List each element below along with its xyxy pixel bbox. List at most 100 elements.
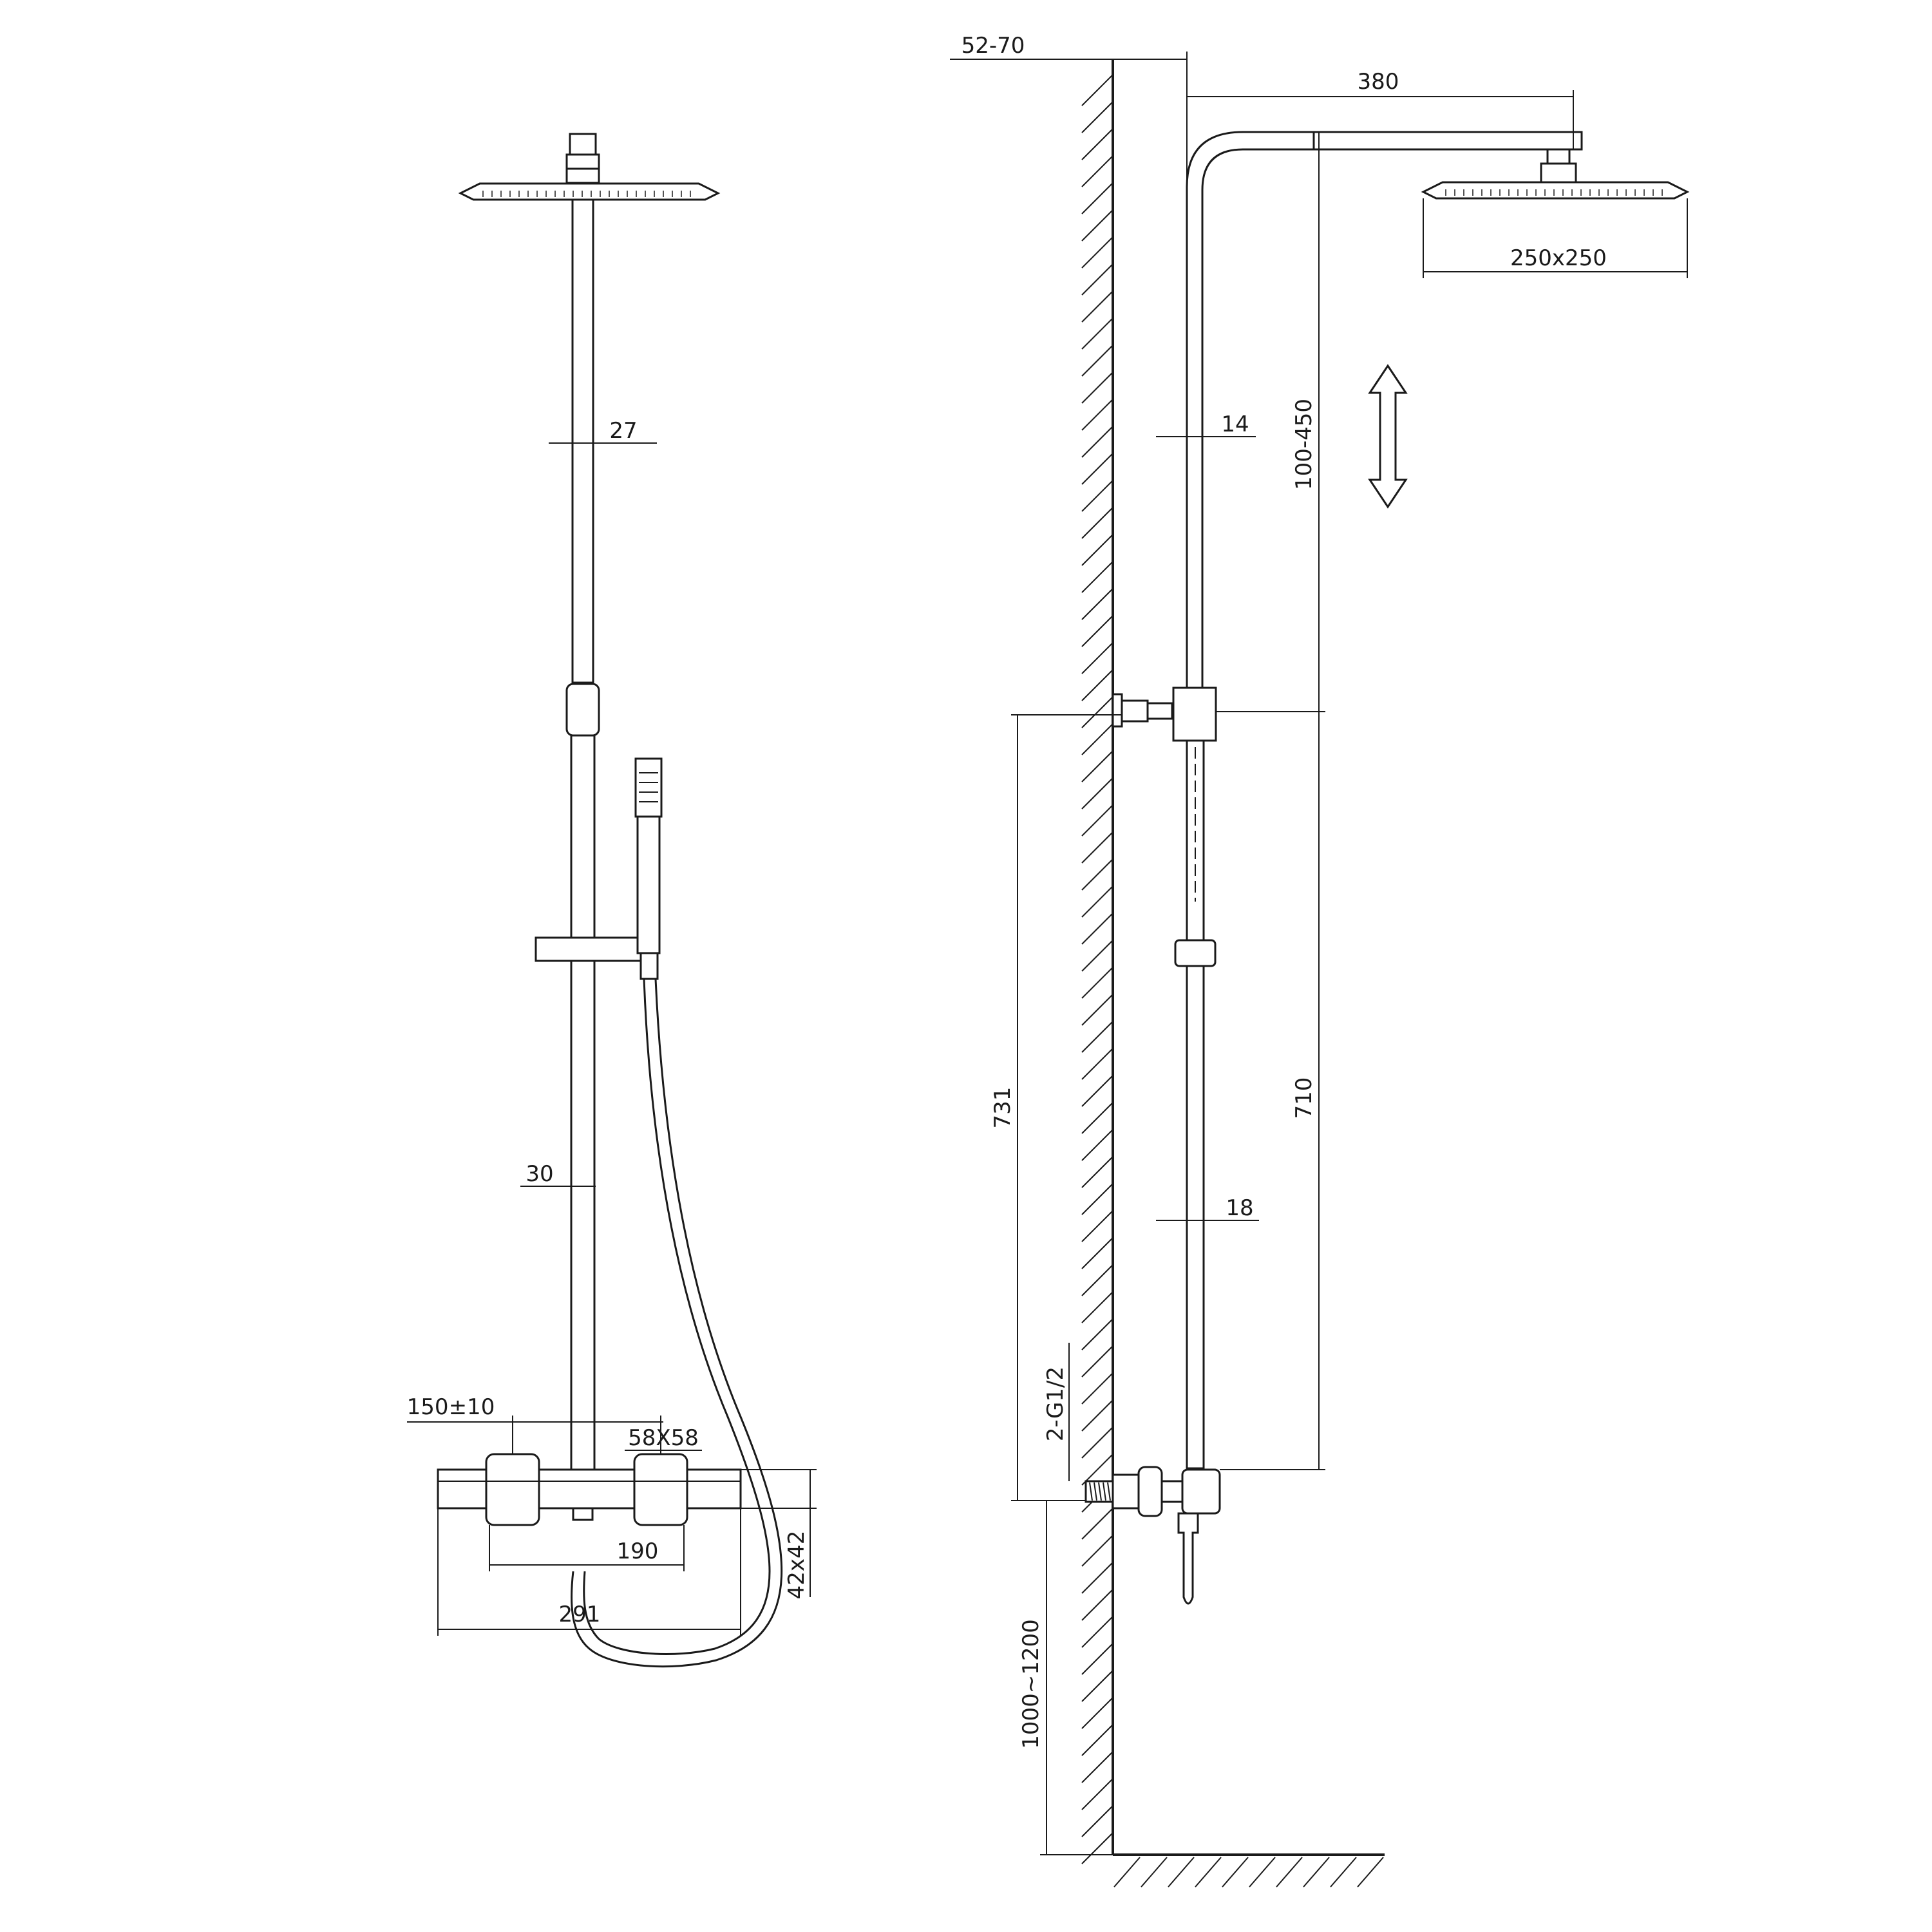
wall-hatch-line bbox=[1081, 453, 1113, 485]
wall-hatch-line bbox=[1081, 372, 1113, 404]
hand-shower-head bbox=[634, 757, 663, 818]
shower-arm bbox=[1312, 131, 1583, 151]
wall-hatch-line bbox=[1081, 1805, 1113, 1837]
hose-outlet-spout bbox=[1177, 1512, 1199, 1605]
dim-bracket-height: 731 bbox=[990, 1087, 1016, 1129]
dim-body-section: 42x42 bbox=[784, 1531, 810, 1600]
wall-hatch-line bbox=[1081, 236, 1113, 269]
front-view: 27 30 150±10 58X58 190 291 42x42 bbox=[407, 133, 817, 1668]
wall-hatch-line bbox=[1081, 507, 1113, 539]
wall-hatch-line bbox=[1081, 994, 1113, 1026]
wall-hatch-line bbox=[1081, 588, 1113, 620]
floor-hatch-line bbox=[1168, 1857, 1195, 1888]
wall-hatch-line bbox=[1081, 886, 1113, 918]
thread-mark bbox=[1089, 1482, 1093, 1501]
wall-hatch-line bbox=[1081, 1048, 1113, 1080]
wall-hatch-line bbox=[1081, 1426, 1113, 1459]
wall-hatch-line bbox=[1081, 101, 1113, 133]
floor-hatch-line bbox=[1276, 1857, 1303, 1888]
riser-sliding-joint bbox=[565, 683, 600, 737]
wall-hatch-line bbox=[1081, 858, 1113, 891]
shower-head-nozzles bbox=[482, 191, 691, 197]
head-connector-top bbox=[569, 133, 597, 156]
floor-hatch-line bbox=[1249, 1857, 1276, 1888]
dim-handle-size: 58X58 bbox=[628, 1425, 699, 1451]
floor-hatch-line bbox=[1357, 1857, 1384, 1888]
wall-hatch-line bbox=[1081, 399, 1113, 431]
mixer-outlet bbox=[572, 1507, 594, 1521]
hand-shower-holder bbox=[535, 936, 652, 962]
dim-arm-length: 380 bbox=[1358, 69, 1399, 95]
wall-hatch-line bbox=[1081, 723, 1113, 755]
floor-hatch-line bbox=[1222, 1857, 1249, 1888]
wall-hatch-line bbox=[1081, 317, 1113, 350]
floor-hatch-line bbox=[1195, 1857, 1222, 1888]
upper-riser-clamp bbox=[1172, 687, 1217, 742]
wall-hatch-line bbox=[1081, 1616, 1113, 1648]
side-riser-inner bbox=[1201, 148, 1316, 688]
mixer-left-handle bbox=[485, 1453, 540, 1526]
head-connector-base bbox=[565, 167, 600, 184]
side-head-connector-top bbox=[1546, 148, 1571, 165]
wall-hatch-line bbox=[1081, 263, 1113, 296]
inlet-connector bbox=[1160, 1480, 1184, 1503]
wall-hatch-line bbox=[1081, 534, 1113, 566]
dim-shower-head: 250x250 bbox=[1510, 245, 1607, 271]
shower-hose-outer bbox=[583, 978, 771, 1655]
lower-riser-pipe bbox=[570, 734, 596, 1471]
dim-upper-riser-width: 27 bbox=[609, 418, 637, 444]
dim-lower-pipe-diameter: 18 bbox=[1226, 1195, 1253, 1221]
upper-riser-pipe bbox=[571, 198, 594, 684]
wall-hatch-line bbox=[1081, 750, 1113, 782]
wall-hatch-line bbox=[1081, 1454, 1113, 1486]
wall-hatch-line bbox=[1081, 967, 1113, 999]
wall-hatch-line bbox=[1081, 128, 1113, 160]
head-connector-mid bbox=[565, 153, 600, 170]
side-slider bbox=[1174, 939, 1217, 967]
wall-hatch-line bbox=[1081, 1670, 1113, 1702]
wall-hatch-line bbox=[1081, 426, 1113, 458]
wall-hatch-line bbox=[1081, 696, 1113, 728]
wall-hatch-line bbox=[1081, 1751, 1113, 1783]
wall-hatch-line bbox=[1081, 1778, 1113, 1810]
upper-wall-bracket-nut bbox=[1146, 702, 1173, 720]
dim-riser-adjust: 100-450 bbox=[1291, 399, 1317, 490]
dim-body-width: 291 bbox=[559, 1602, 601, 1627]
wall-hatch-line bbox=[1081, 1318, 1113, 1350]
upper-wall-bracket-plate bbox=[1112, 693, 1123, 728]
wall-hatch-line bbox=[1081, 1075, 1113, 1107]
wall-hatch-line bbox=[1081, 1372, 1113, 1405]
shower-hose-inner bbox=[571, 978, 783, 1668]
wall-hatch-line bbox=[1081, 1697, 1113, 1729]
wall-hatch-line bbox=[1081, 1589, 1113, 1621]
wall-hatch-line bbox=[1081, 777, 1113, 810]
wall-hatch-line bbox=[1081, 804, 1113, 837]
wall-hatch-line bbox=[1081, 290, 1113, 323]
mixer-body bbox=[437, 1468, 742, 1510]
wall-hatch-line bbox=[1081, 913, 1113, 945]
dim-upper-pipe-diameter: 14 bbox=[1221, 412, 1249, 437]
wall-hatching bbox=[1081, 74, 1113, 1864]
wall-hatch-line bbox=[1081, 1129, 1113, 1161]
floor-hatch-line bbox=[1141, 1857, 1168, 1888]
shower-head-side bbox=[1421, 181, 1690, 200]
inlet-thread-lines bbox=[1089, 1482, 1111, 1501]
dim-body-inner: 190 bbox=[617, 1539, 659, 1564]
thread-mark bbox=[1107, 1482, 1111, 1501]
hand-shower-hose-nut bbox=[639, 952, 659, 980]
lower-elbow bbox=[1181, 1468, 1221, 1515]
wall-hatch-line bbox=[1081, 1264, 1113, 1296]
wall-hatch-line bbox=[1081, 1210, 1113, 1242]
wall-hatch-line bbox=[1081, 1724, 1113, 1756]
upper-wall-bracket-arm bbox=[1121, 699, 1149, 723]
wall-hatch-line bbox=[1081, 1643, 1113, 1675]
floor-hatch-line bbox=[1113, 1857, 1141, 1888]
dim-inlet-spacing: 150±10 bbox=[407, 1394, 495, 1420]
dim-install-height: 1000~1200 bbox=[1018, 1619, 1044, 1749]
side-head-connector bbox=[1540, 162, 1577, 185]
side-view: 52-70 380 250x250 100-450 14 731 710 bbox=[950, 33, 1690, 1888]
wall-hatch-line bbox=[1081, 940, 1113, 972]
wall-hatch-line bbox=[1081, 642, 1113, 674]
floor-hatch-line bbox=[1303, 1857, 1330, 1888]
wall-hatch-line bbox=[1081, 1021, 1113, 1053]
